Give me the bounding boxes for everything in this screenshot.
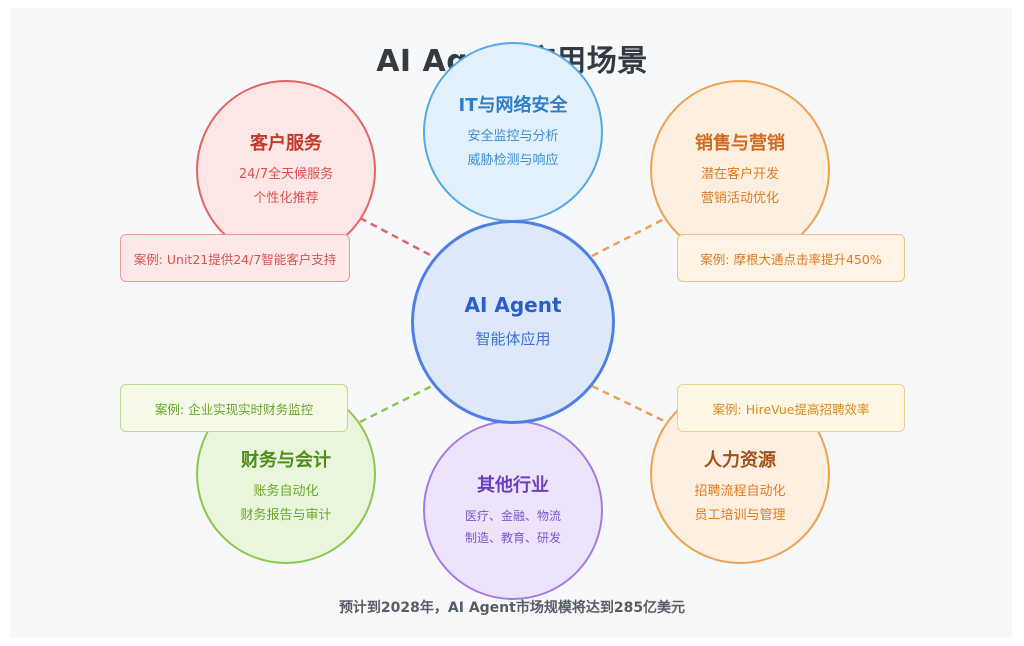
node-line: 财务报告与审计: [240, 508, 332, 523]
node-title: 人力资源: [704, 450, 776, 471]
connector-sales: [591, 216, 667, 258]
footer-note: 预计到2028年，AI Agent市场规模将达到285亿美元: [338, 600, 686, 616]
node-title: 客户服务: [250, 133, 322, 154]
node-line: 制造、教育、研发: [464, 531, 561, 545]
node-line: 营销活动优化: [700, 191, 779, 206]
node-line: 24/7全天候服务: [238, 167, 334, 182]
node-other-industries: 其他行业 医疗、金融、物流 制造、教育、研发: [423, 420, 603, 600]
node-it-security: IT与网络安全 安全监控与分析 威胁检测与响应: [423, 42, 603, 222]
node-center-ai-agent: AI Agent 智能体应用: [411, 220, 615, 424]
node-line: 个性化推荐: [253, 191, 319, 206]
node-title: 销售与营销: [695, 133, 785, 154]
center-title: AI Agent: [464, 293, 562, 317]
center-subtitle: 智能体应用: [475, 330, 551, 348]
connector-customer-service: [359, 216, 433, 258]
case-finance-accounting: 案例: 企业实现实时财务监控: [120, 384, 348, 432]
node-line: 医疗、金融、物流: [464, 509, 561, 523]
node-line: 员工培训与管理: [694, 508, 786, 523]
node-sales-marketing: 销售与营销 潜在客户开发 营销活动优化: [650, 80, 830, 260]
case-sales-marketing: 案例: 摩根大通点击率提升450%: [677, 234, 905, 282]
node-line: 威胁检测与响应: [467, 153, 559, 168]
case-customer-service: 案例: Unit21提供24/7智能客户支持: [120, 234, 350, 282]
node-line: 安全监控与分析: [467, 129, 559, 144]
connector-hr: [591, 384, 667, 424]
connector-finance: [359, 384, 433, 424]
node-title: IT与网络安全: [458, 95, 568, 116]
node-customer-service: 客户服务 24/7全天候服务 个性化推荐: [196, 80, 376, 260]
node-title: 其他行业: [477, 475, 549, 496]
node-title: 财务与会计: [241, 450, 331, 471]
node-line: 招聘流程自动化: [694, 484, 786, 499]
node-line: 潜在客户开发: [700, 167, 779, 182]
node-line: 账务自动化: [253, 484, 319, 499]
case-human-resources: 案例: HireVue提高招聘效率: [677, 384, 905, 432]
